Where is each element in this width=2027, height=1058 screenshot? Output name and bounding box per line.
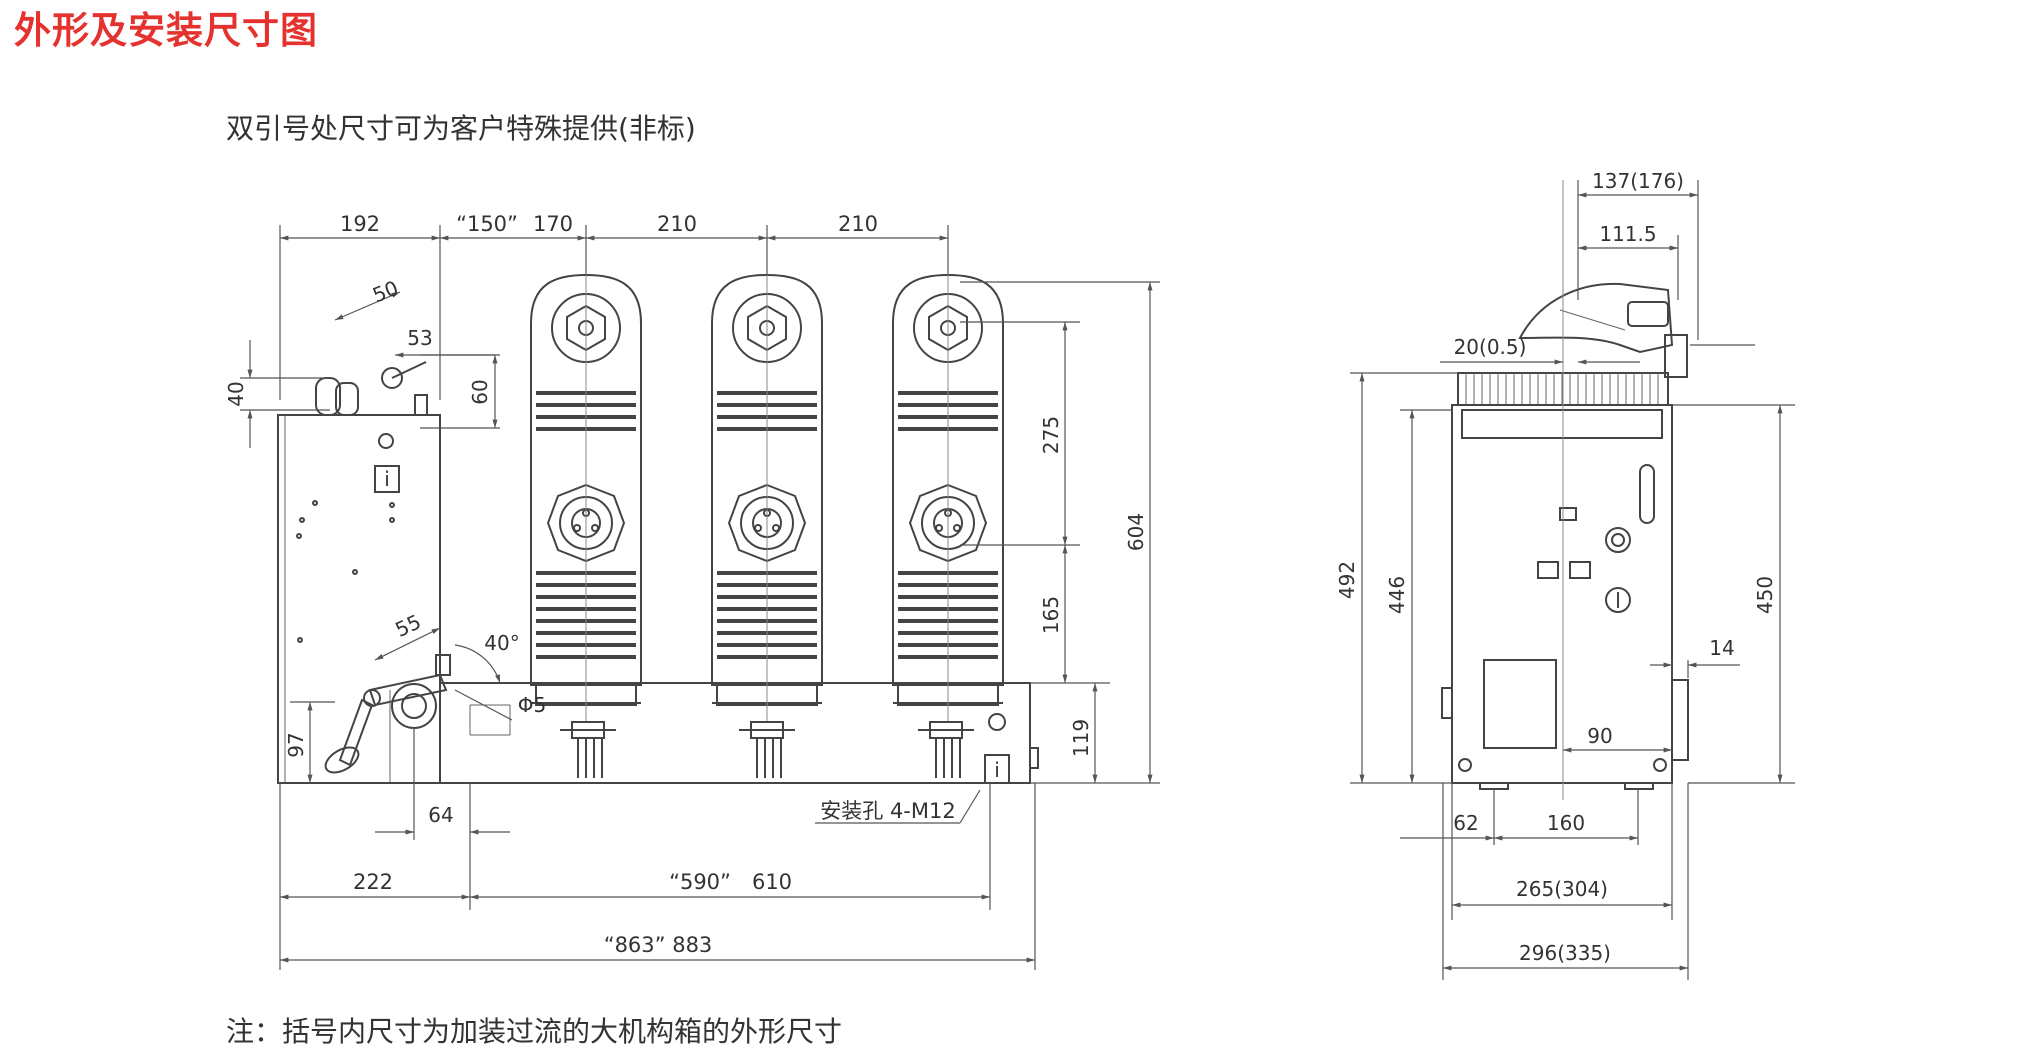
dim-863-883: “863” 883 [604,933,713,957]
dim-40: 40 [224,381,248,406]
dim-222: 222 [353,870,393,894]
dim-119: 119 [1069,719,1093,757]
dim-296-335: 296(335) [1519,941,1611,965]
dim-265-304: 265(304) [1516,877,1608,901]
dim-40-degree: 40° [484,631,519,655]
svg-text:ⅰ: ⅰ [994,758,1000,782]
dim-492: 492 [1335,561,1359,599]
svg-text:ⅰ: ⅰ [384,467,390,491]
dim-90: 90 [1587,724,1612,748]
mechanism-box [277,414,441,784]
dim-170: 170 [533,212,573,236]
dim-446: 446 [1385,576,1409,614]
dim-phi5: Φ5 [518,693,546,717]
side-body [1451,404,1673,784]
dim-450: 450 [1753,576,1777,614]
mounting-holes-label: 安装孔 4-M12 [820,799,955,823]
dim-150: “150” [456,212,518,236]
dim-55: 55 [391,609,424,642]
dim-604: 604 [1124,513,1148,551]
dim-160: 160 [1547,811,1585,835]
subtitle: 双引号处尺寸可为客户特殊提供(非标) [226,112,696,145]
front-view: ⅰ ⅰ [224,212,1160,970]
footnote: 注：括号内尺寸为加装过流的大机构箱的外形尺寸 [226,1015,843,1048]
dim-275: 275 [1039,416,1063,454]
side-view: 137(176) 111.5 20(0.5) 492 446 450 14 90 [1335,169,1795,980]
dim-64: 64 [428,803,453,827]
dim-97: 97 [284,732,308,757]
dim-14: 14 [1709,636,1734,660]
dim-165: 165 [1039,596,1063,634]
dim-60: 60 [468,379,492,404]
base-frame [439,682,1031,784]
dim-137-176: 137(176) [1592,169,1684,193]
dim-210-a: 210 [657,212,697,236]
dim-192: 192 [340,212,380,236]
dim-111-5: 111.5 [1599,222,1656,246]
dim-610: 610 [752,870,792,894]
dim-210-b: 210 [838,212,878,236]
page-title: 外形及安装尺寸图 [14,9,318,52]
dim-20-0-5: 20(0.5) [1454,335,1527,359]
dim-62: 62 [1453,811,1478,835]
dim-53: 53 [407,326,432,350]
dim-590: “590” [669,870,731,894]
